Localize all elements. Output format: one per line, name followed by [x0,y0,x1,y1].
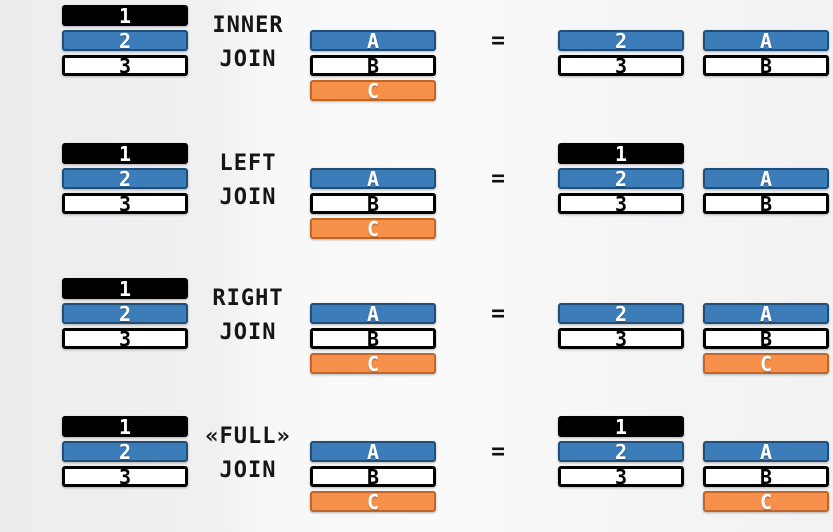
row-bar-2: 2 [558,441,684,462]
result-left-table: 1 2 3 [558,143,684,243]
join-label: INNER JOIN [188,9,308,77]
row-bar-A: A [310,30,436,51]
row-bar-B: B [703,193,829,214]
row-bar-B: B [703,328,829,349]
join-label-line1: LEFT [219,151,277,176]
left-table: 1 2 3 [62,416,188,516]
equals-sign: = [491,300,505,327]
row-bar-2: 2 [558,30,684,51]
row-bar-1: 1 [62,5,188,26]
equals-sign: = [491,438,505,465]
row-bar-C: C [703,353,829,374]
row-bar-A: A [703,303,829,324]
join-label: RIGHT JOIN [188,282,308,350]
row-bar-B: B [703,466,829,487]
row-bar-B: B [310,55,436,76]
row-bar-2: 2 [62,168,188,189]
row-bar-3: 3 [558,328,684,349]
row-bar-2: 2 [62,441,188,462]
row-bar-3: 3 [558,193,684,214]
row-bar-B: B [310,328,436,349]
row-bar-3: 3 [558,466,684,487]
row-bar-C: C [310,491,436,512]
row-bar-3: 3 [62,328,188,349]
join-label-line2: JOIN [219,47,277,72]
equals-sign: = [491,165,505,192]
result-left-table: 1 2 3 [558,416,684,516]
left-table: 1 2 3 [62,5,188,105]
row-bar-3: 3 [558,55,684,76]
join-label-line1: RIGHT [212,286,284,311]
row-bar-A: A [310,168,436,189]
left-table: 1 2 3 [62,278,188,378]
row-bar-1: 1 [62,278,188,299]
row-bar-B: B [703,55,829,76]
row-bar-B: B [310,193,436,214]
equals-sign: = [491,27,505,54]
join-label-line1: «FULL» [205,424,291,449]
row-bar-2: 2 [558,168,684,189]
row-bar-1: 1 [62,416,188,437]
row-bar-2: 2 [62,30,188,51]
join-label: LEFT JOIN [188,147,308,215]
join-label-line2: JOIN [219,458,277,483]
row-bar-2: 2 [62,303,188,324]
row-bar-A: A [703,30,829,51]
row-bar-A: A [703,441,829,462]
row-bar-C: C [310,353,436,374]
row-bar-2: 2 [558,303,684,324]
row-bar-3: 3 [62,193,188,214]
row-bar-A: A [703,168,829,189]
join-label: «FULL» JOIN [188,420,308,488]
row-bar-3: 3 [62,466,188,487]
row-bar-3: 3 [62,55,188,76]
row-bar-A: A [310,303,436,324]
row-bar-1: 1 [558,416,684,437]
row-bar-C: C [310,218,436,239]
row-bar-C: C [310,80,436,101]
left-table: 1 2 3 [62,143,188,243]
join-label-line2: JOIN [219,320,277,345]
join-label-line1: INNER [212,13,284,38]
row-bar-A: A [310,441,436,462]
row-bar-B: B [310,466,436,487]
row-bar-1: 1 [62,143,188,164]
row-bar-C: C [703,491,829,512]
join-label-line2: JOIN [219,185,277,210]
row-bar-1: 1 [558,143,684,164]
